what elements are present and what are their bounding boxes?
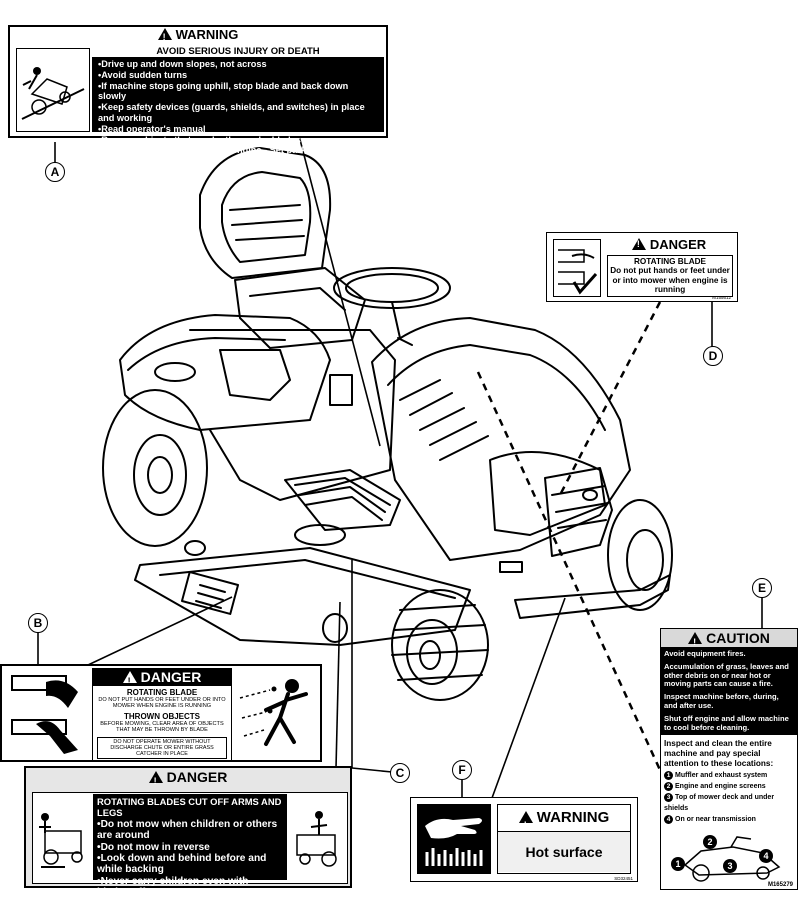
tractor-location-diagram: 1 2 3 4 xyxy=(671,833,789,883)
label-c-item: Never carry children even with blades of… xyxy=(97,876,283,899)
label-b-line4: BEFORE MOWING, CLEAR AREA OF OBJECTS THA… xyxy=(100,720,224,734)
label-f-text-panel: WARNING Hot surface xyxy=(497,804,631,874)
callout-d: D xyxy=(703,346,723,366)
diagram-marker-3: 3 xyxy=(723,859,737,873)
label-c-danger: DANGER ROTATING BLADES CUT OFF ARMS AND … xyxy=(24,766,352,898)
label-a-item: Drive up and down slopes, not across xyxy=(98,59,378,70)
label-c-item: Do not mow in reverse xyxy=(97,842,283,853)
steering-wheel xyxy=(333,267,451,309)
label-c-text-panel: ROTATING BLADES CUT OFF ARMS AND LEGS Do… xyxy=(93,794,287,898)
diagram-marker-1: 1 xyxy=(671,857,685,871)
label-e-p4: Shut off engine and allow machine to coo… xyxy=(664,713,789,732)
label-c-header-row: DANGER xyxy=(26,768,350,790)
label-e-p3: Inspect machine before, during, and afte… xyxy=(664,692,779,710)
diagram-marker-2: 2 xyxy=(703,835,717,849)
label-a-item: Read operator's manual xyxy=(98,124,378,135)
label-e-p2: Accumulation of grass, leaves and other … xyxy=(664,661,789,689)
label-b-line1: ROTATING BLADE xyxy=(126,688,198,697)
front-right-wheel xyxy=(607,499,673,611)
hot-surface-icon xyxy=(417,804,491,874)
label-d-danger: DANGER ROTATING BLADE Do not put hands o… xyxy=(546,232,738,302)
label-d-line1: ROTATING BLADE xyxy=(633,257,706,266)
front-bumper xyxy=(514,574,671,619)
child-in-reverse-icon xyxy=(35,801,91,875)
operator-looking-back-icon xyxy=(291,801,345,875)
label-c-body: ROTATING BLADES CUT OFF ARMS AND LEGS Do… xyxy=(32,792,348,898)
callout-e: E xyxy=(752,578,772,598)
label-f-header-row: WARNING xyxy=(498,805,630,838)
front-left-wheel xyxy=(391,589,489,701)
label-c-item: Look down and behind before and while ba… xyxy=(97,853,283,876)
blade-guard-icon xyxy=(6,670,86,758)
label-d-header-row: DANGER xyxy=(605,237,733,252)
warning-triangle-icon xyxy=(631,238,646,250)
label-a-subheader: AVOID SERIOUS INJURY OR DEATH xyxy=(92,46,384,57)
callout-c: C xyxy=(390,763,410,783)
mower-deck xyxy=(134,547,471,646)
label-b-danger: DANGER ROTATING BLADE DO NOT PUT HANDS O… xyxy=(0,664,322,762)
thrown-objects-icon xyxy=(236,670,318,758)
label-f-text: Hot surface xyxy=(498,832,630,872)
label-a-header: WARNING xyxy=(175,27,239,42)
callout-b: B xyxy=(28,613,48,633)
label-a-item: Keep safety devices (guards, shields, an… xyxy=(98,102,378,124)
label-d-code: M155612 xyxy=(712,295,731,300)
label-f-header: WARNING xyxy=(536,809,610,826)
label-a-warning: WARNING AVOID SERIOUS INJURY OR DEATH Dr… xyxy=(8,25,388,166)
diagram-marker-4: 4 xyxy=(759,849,773,863)
footrest xyxy=(284,469,401,531)
label-f-warning: WARNING Hot surface SD32451 xyxy=(410,797,638,882)
grille xyxy=(544,467,613,557)
label-e-caution: CAUTION Avoid equipment fires. Accumulat… xyxy=(660,628,798,890)
label-d-line2: Do not put hands or feet under or into m… xyxy=(610,266,730,295)
label-b-text-panel: DANGER ROTATING BLADE DO NOT PUT HANDS O… xyxy=(92,668,232,760)
label-e-header-row: CAUTION xyxy=(661,629,797,651)
label-e-header: CAUTION xyxy=(706,630,770,646)
tipping-tractor-icon xyxy=(16,48,90,132)
label-a-item: If machine stops going uphill, stop blad… xyxy=(98,81,378,103)
warning-triangle-icon xyxy=(157,28,172,45)
label-b-header-row: DANGER xyxy=(93,668,231,690)
label-e-intro: Inspect and clean the entire machine and… xyxy=(664,739,774,768)
callout-f: F xyxy=(452,760,472,780)
label-e-p1: Avoid equipment fires. xyxy=(664,649,746,658)
callout-a: A xyxy=(45,162,65,182)
label-a-item: Avoid sudden turns xyxy=(98,70,378,81)
warning-triangle-icon xyxy=(688,632,703,651)
label-b-line2: DO NOT PUT HANDS OR FEET UNDER OR INTO M… xyxy=(98,697,226,710)
label-e-code: M165279 xyxy=(767,882,793,888)
warning-triangle-icon xyxy=(518,811,533,838)
label-a-item: Remove objects that can be thrown by bla… xyxy=(98,135,378,146)
label-d-header: DANGER xyxy=(649,237,707,252)
label-c-header: DANGER xyxy=(166,769,228,785)
rear-left-wheel xyxy=(102,389,208,547)
label-b-line5: DO NOT OPERATE MOWER WITHOUT DISCHARGE C… xyxy=(97,736,227,760)
warning-triangle-icon xyxy=(148,771,163,790)
label-c-item: Do not mow when children or others are a… xyxy=(97,819,283,842)
label-a-text-panel: AVOID SERIOUS INJURY OR DEATH Drive up a… xyxy=(92,46,384,166)
label-a-header-row: WARNING xyxy=(10,27,386,45)
label-f-code: SD32451 xyxy=(614,876,633,881)
label-c-subheader: ROTATING BLADES CUT OFF ARMS AND LEGS xyxy=(97,796,282,819)
blade-hand-foot-icon xyxy=(553,239,601,297)
hood xyxy=(371,317,631,561)
label-d-text-panel: ROTATING BLADE Do not put hands or feet … xyxy=(607,255,733,297)
warning-triangle-icon xyxy=(122,671,137,690)
label-a-item: When leaving machine: -Stop engine - Set… xyxy=(98,145,378,167)
label-b-line3: THROWN OBJECTS xyxy=(124,711,200,721)
label-b-header: DANGER xyxy=(140,669,202,685)
label-e-text-panel: Avoid equipment fires. Accumulation of g… xyxy=(661,647,797,736)
